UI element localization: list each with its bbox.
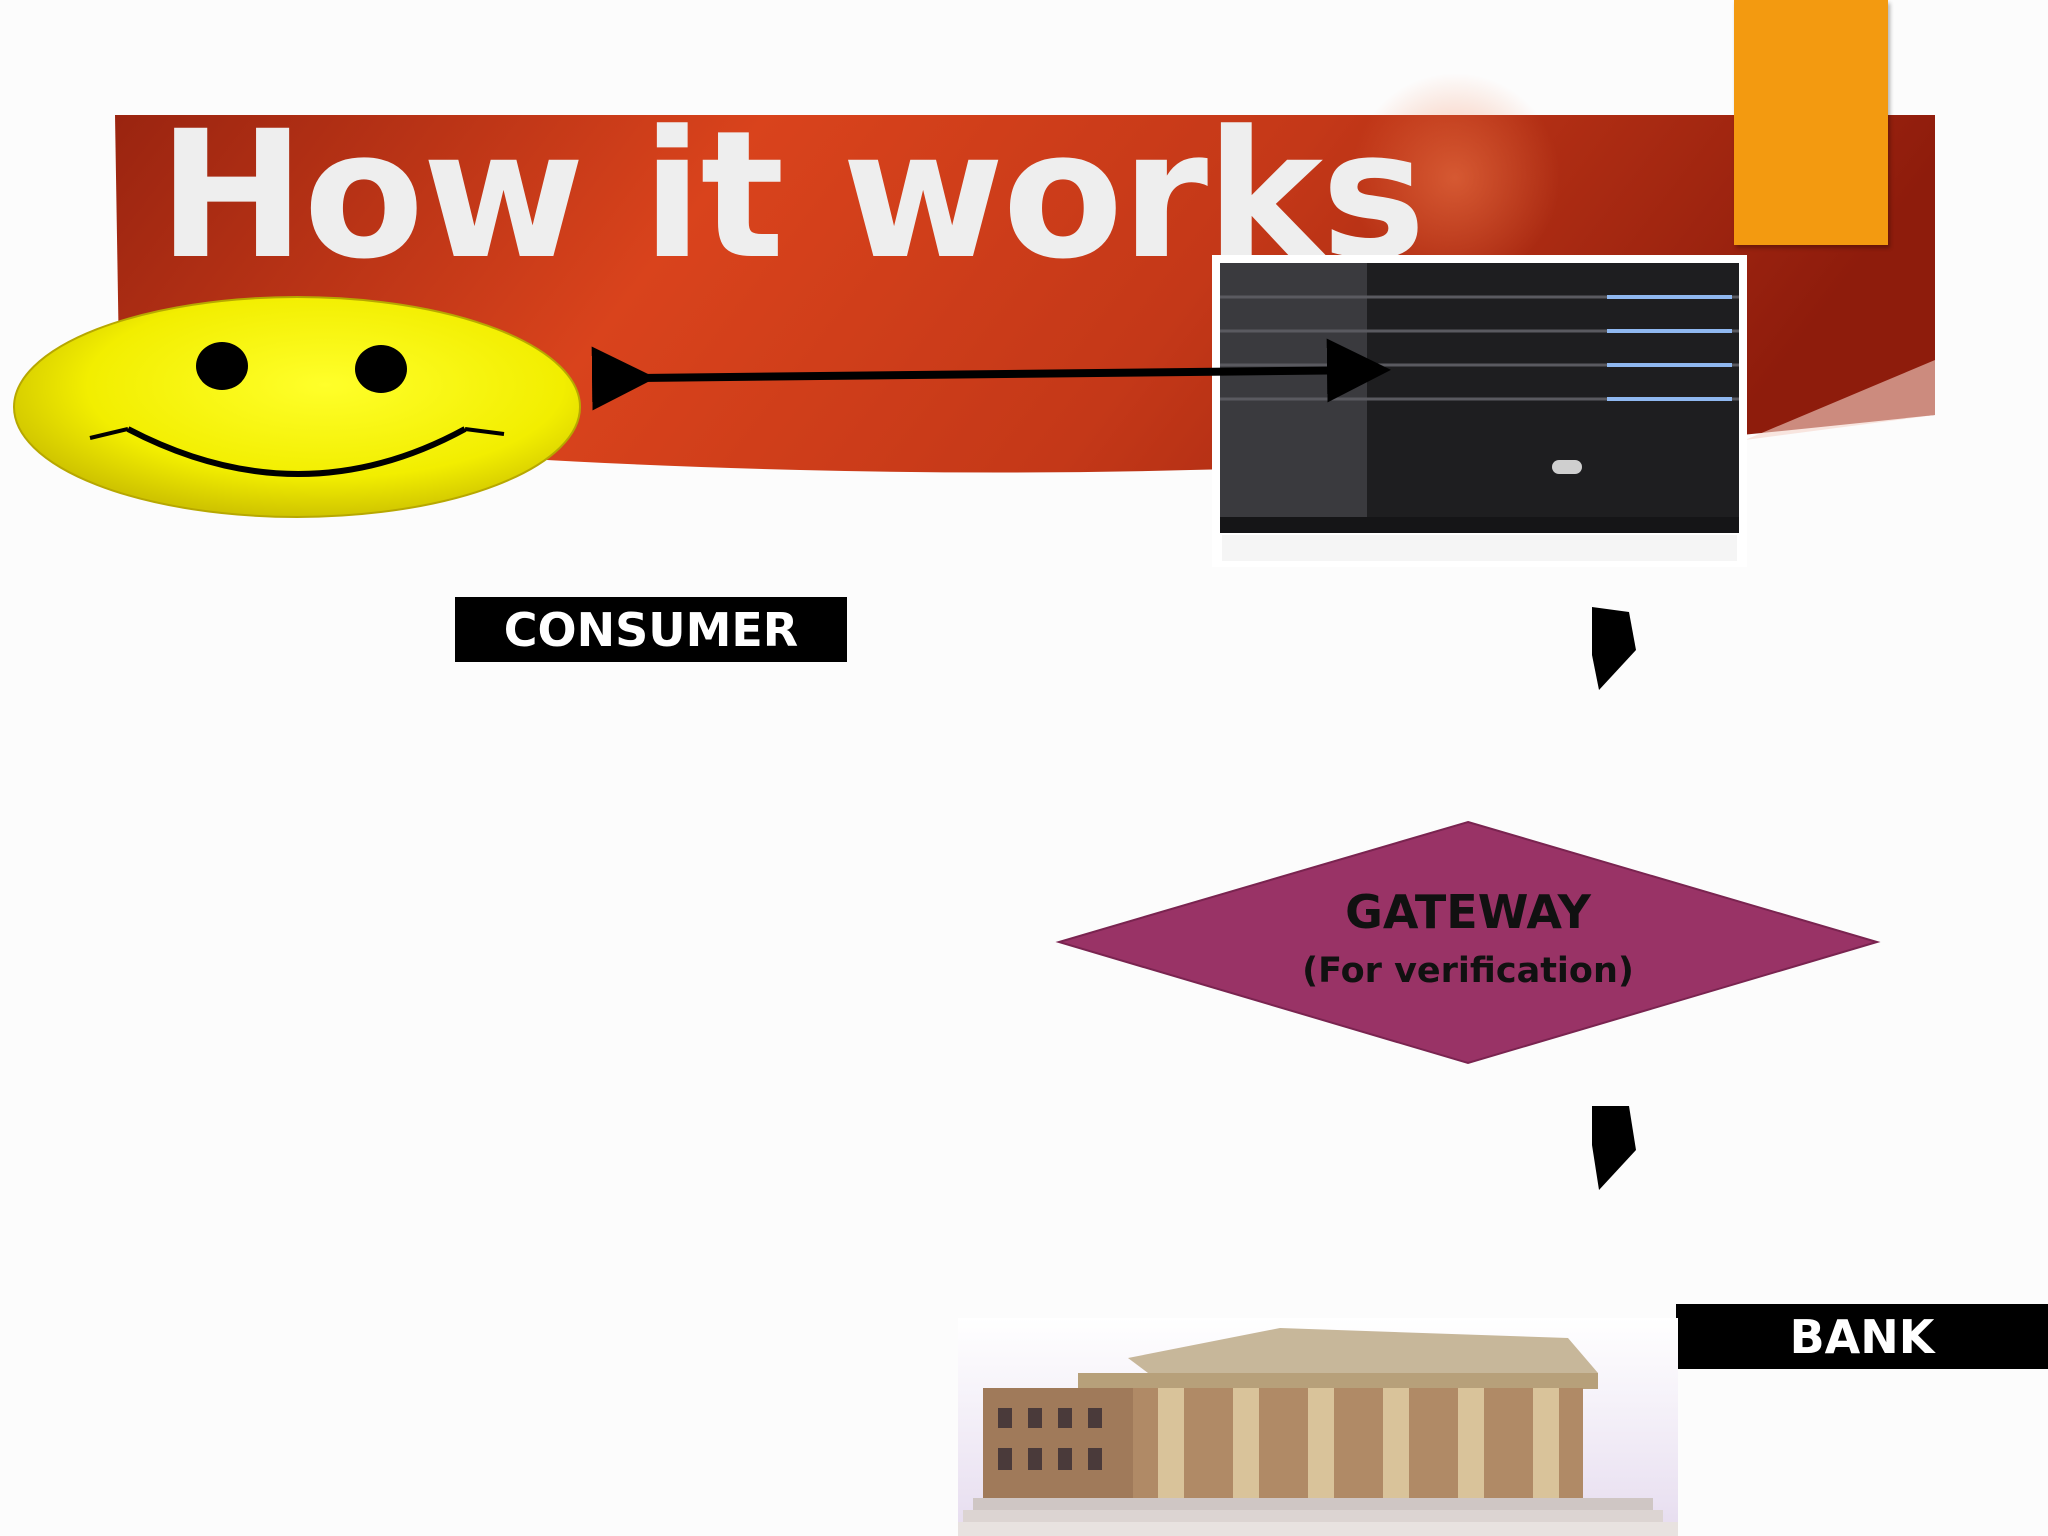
consumer-label: CONSUMER bbox=[455, 597, 847, 662]
gateway-subtitle: (For verification) bbox=[1302, 951, 1634, 991]
gateway-title: GATEWAY bbox=[1345, 885, 1591, 939]
gateway-label: GATEWAY (For verification) bbox=[1055, 880, 1881, 998]
bank-building-icon bbox=[958, 1318, 1678, 1536]
smiley-face-icon bbox=[13, 296, 581, 518]
server-tower-icon bbox=[1212, 255, 1747, 567]
slide-title: How it works bbox=[158, 93, 1426, 298]
bank-label: BANK bbox=[1676, 1304, 2048, 1369]
gateway-diamond bbox=[1055, 820, 1881, 1065]
accent-block bbox=[1734, 0, 1888, 245]
